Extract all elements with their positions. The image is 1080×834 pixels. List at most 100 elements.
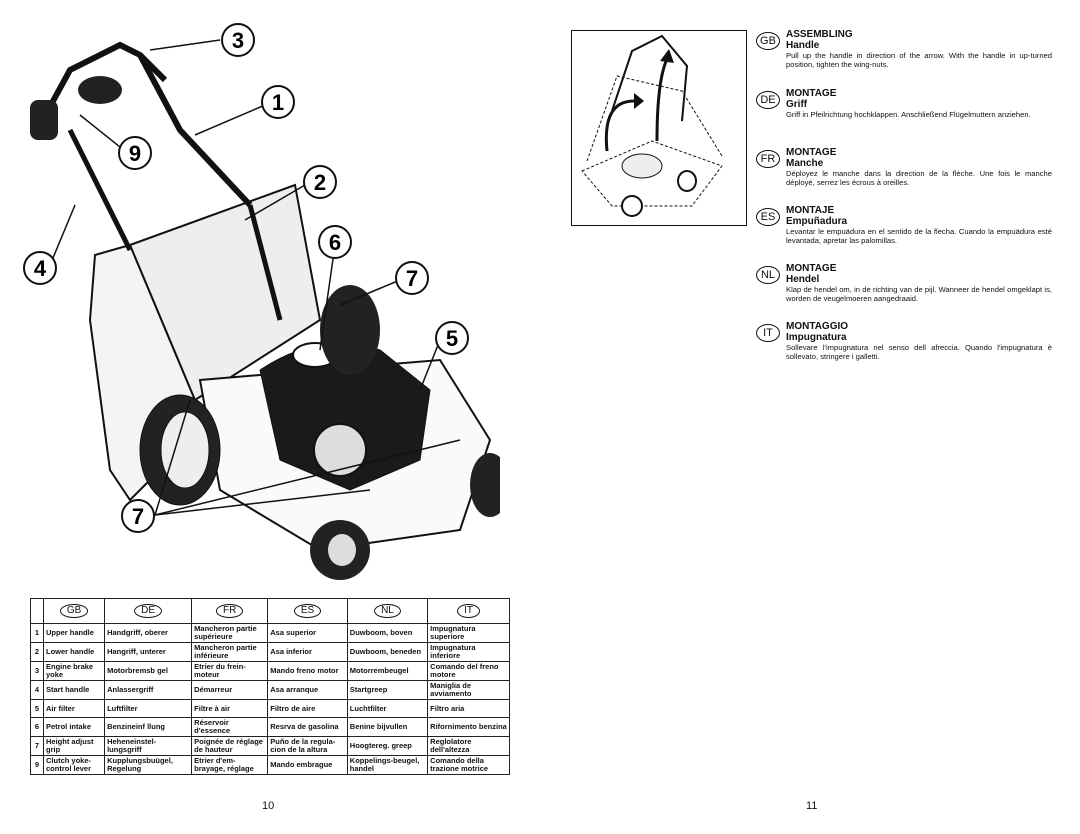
- table-cell: Startgreep: [346, 680, 429, 700]
- table-cell: Hoogtereg. greep: [346, 736, 429, 756]
- wheel-rear: [677, 170, 697, 192]
- callout-4: 4: [23, 251, 57, 285]
- table-cell: Comando della trazione motrice: [427, 755, 510, 775]
- callout-3: 3: [221, 23, 255, 57]
- table-cell: Comando del freno motore: [427, 661, 510, 681]
- table-cell: Benine bijvullen: [346, 717, 429, 737]
- mower-body-dashed: [581, 140, 723, 207]
- table-cell: Anlassergriff: [104, 680, 193, 700]
- table-cell: Poignée de réglage de hauteur: [191, 736, 269, 756]
- table-cell: Filtre à air: [191, 699, 269, 718]
- callout-lines: [47, 39, 461, 516]
- section-subheading: Griff: [786, 99, 808, 110]
- table-cell: Asa inferior: [267, 642, 348, 662]
- table-cell: Mando freno motor: [267, 661, 348, 681]
- header-it: IT: [427, 598, 510, 624]
- table-cell: Kupplungsbuügel, Regelung: [104, 755, 193, 775]
- table-cell: Start handle: [42, 680, 106, 700]
- table-cell: Lower handle: [42, 642, 106, 662]
- svg-text:2: 2: [314, 170, 326, 195]
- row-number: 4: [30, 680, 44, 700]
- callout-9: 9: [118, 136, 152, 170]
- table-cell: Asa arranque: [267, 680, 348, 700]
- table-cell: Luftfilter: [104, 699, 193, 718]
- table-corner: [30, 598, 44, 624]
- header-gb: GB: [42, 598, 106, 624]
- table-cell: Etrier d'em-brayage, réglage: [191, 755, 269, 775]
- section-body: Déployez le manche dans la direction de …: [786, 169, 1052, 187]
- svg-text:6: 6: [329, 230, 341, 255]
- row-number: 6: [30, 717, 44, 737]
- table-cell: Maniglia de avviamento: [427, 680, 510, 700]
- table-cell: Filtro de aire: [267, 699, 348, 718]
- air-filter: [313, 423, 367, 477]
- arrow-head-left: [634, 93, 644, 109]
- section-heading: ASSEMBLING: [786, 29, 853, 40]
- table-cell: Impugnatura inferiore: [427, 642, 510, 662]
- rear-wheel-right: [320, 285, 380, 375]
- handle-grip: [30, 100, 58, 140]
- lang-badge-gb: GB: [756, 32, 780, 50]
- svg-text:7: 7: [132, 504, 144, 529]
- handle-assembly-figure: [571, 30, 747, 226]
- svg-text:7: 7: [406, 266, 418, 291]
- callout-5: 5: [435, 321, 469, 355]
- instruction-fr: FR MONTAGE Manche Déployez le manche dan…: [756, 148, 1052, 187]
- table-header-row: GB DE FR ES NL IT: [30, 598, 510, 624]
- header-nl: NL: [346, 598, 429, 624]
- table-cell: Filtro aria: [427, 699, 510, 718]
- handle-raised: [611, 34, 689, 122]
- instruction-gb: GB ASSEMBLING Handle Pull up the handle …: [756, 30, 1052, 69]
- lang-badge-de: DE: [756, 91, 780, 109]
- section-heading: MONTAJE: [786, 205, 835, 216]
- section-heading: MONTAGE: [786, 147, 837, 158]
- table-cell: Mancheron partie supérieure: [191, 623, 269, 643]
- table-cell: Height adjust grip: [42, 736, 106, 756]
- svg-text:4: 4: [34, 256, 47, 281]
- front-wheel-left-hub: [328, 534, 356, 566]
- row-number: 7: [30, 736, 44, 756]
- svg-text:5: 5: [446, 326, 458, 351]
- table-cell: Hangriff, unterer: [104, 642, 193, 662]
- header-de: DE: [104, 598, 193, 624]
- header-es: ES: [267, 598, 348, 624]
- section-subheading: Impugnatura: [786, 332, 847, 343]
- grass-bag-top: [128, 183, 322, 402]
- svg-text:9: 9: [129, 141, 141, 166]
- svg-text:1: 1: [272, 90, 284, 115]
- row-number: 1: [30, 623, 44, 643]
- arrow-head-right: [660, 49, 674, 63]
- section-body: Klap de hendel om, in de richting van de…: [786, 285, 1052, 303]
- row-number: 9: [30, 755, 44, 775]
- table-cell: Handgriff, oberer: [104, 623, 193, 643]
- callout-7-top: 7: [395, 261, 429, 295]
- table-cell: Petrol intake: [42, 717, 106, 737]
- lift-arrow-icon: [604, 99, 635, 152]
- table-cell: Mancheron partie inférieure: [191, 642, 269, 662]
- table-cell: Duwboom, beneden: [346, 642, 429, 662]
- engine-brake-yoke: [78, 76, 122, 104]
- table-cell: Impugnatura superiore: [427, 623, 510, 643]
- engine-outline: [621, 153, 663, 179]
- table-cell: Duwboom, boven: [346, 623, 429, 643]
- callout-6: 6: [318, 225, 352, 259]
- handle-folded-dashed: [586, 75, 723, 162]
- table-cell: Resrva de gasolina: [267, 717, 348, 737]
- section-body: Pull up the handle in direction of the a…: [786, 51, 1052, 69]
- lawn-mower-illustration: 3 1 9 2 4 6 7 5 7: [23, 23, 500, 580]
- callout-7-bottom: 7: [121, 499, 155, 533]
- page-number-right: 11: [806, 800, 818, 812]
- table-cell: Upper handle: [42, 623, 106, 643]
- rear-wheel-left-hub: [160, 411, 210, 489]
- lower-handle: [67, 128, 283, 321]
- page-number-left: 10: [262, 800, 275, 812]
- table-cell: Clutch yoke-control lever: [42, 755, 106, 775]
- lang-badge-es: ES: [756, 208, 780, 226]
